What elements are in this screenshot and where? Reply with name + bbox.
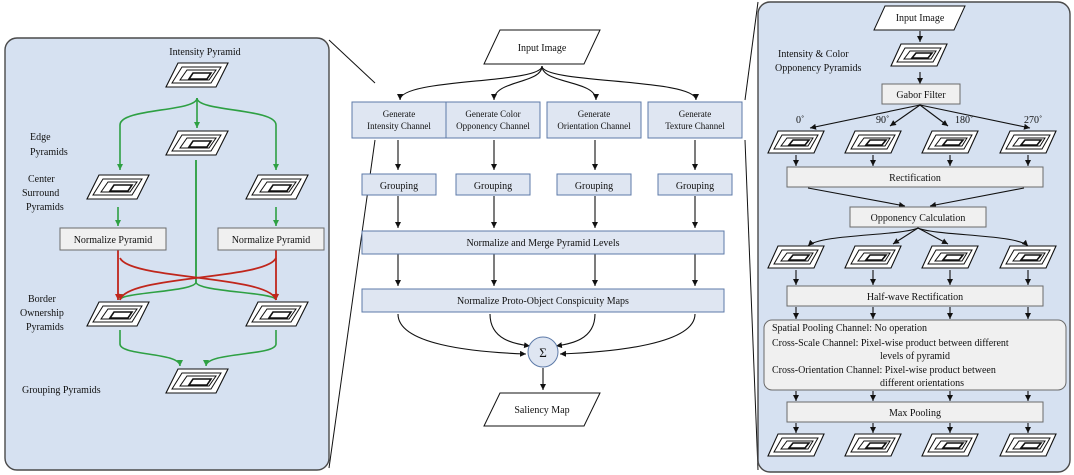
half-wave-rectification-label: Half-wave Rectification bbox=[867, 292, 963, 303]
pooling-channels-text: Spatial Pooling Channel: No operation Cr… bbox=[772, 323, 1011, 389]
gabor-pyramid-0 bbox=[767, 130, 825, 154]
input-image-label: Input Image bbox=[518, 43, 567, 54]
max-pool-pyramid-0 bbox=[767, 433, 825, 457]
grouping-pyramids-label: Grouping Pyramids bbox=[22, 385, 101, 396]
rect-to-opponency-arrows bbox=[807, 187, 1025, 208]
center-surround-label: Center Surround Pyramids bbox=[22, 174, 64, 213]
generate-channel-box-3 bbox=[647, 101, 743, 139]
left-panel bbox=[4, 37, 330, 471]
gabor-pyramid-3 bbox=[999, 130, 1057, 154]
intensity-color-label: Intensity & Color Opponency Pyramids bbox=[775, 49, 861, 74]
grouping-label-2: Grouping bbox=[575, 181, 613, 192]
grouping-box-1 bbox=[455, 173, 531, 196]
grouping-boxes: Grouping Grouping Grouping Grouping bbox=[361, 173, 733, 196]
sigma-label: Σ bbox=[539, 345, 547, 360]
grouping-box-3 bbox=[657, 173, 733, 196]
normalize-pyramid-right-label: Normalize Pyramid bbox=[232, 235, 311, 246]
normalize-pyramid-left-label: Normalize Pyramid bbox=[74, 235, 153, 246]
gabor-filter-box bbox=[881, 83, 961, 105]
opponency-calculation-label: Opponency Calculation bbox=[871, 213, 966, 224]
normalize-merge-label: Normalize and Merge Pyramid Levels bbox=[466, 238, 619, 249]
opponency-pyramid-1 bbox=[844, 245, 902, 269]
normalize-proto-box bbox=[361, 288, 725, 313]
angle-90-label: 90˚ bbox=[876, 115, 889, 126]
normalize-pyramid-left bbox=[59, 227, 167, 251]
rectification-label: Rectification bbox=[889, 173, 941, 184]
gabor-filter-label: Gabor Filter bbox=[896, 90, 946, 101]
angle-270-label: 270˚ bbox=[1024, 115, 1042, 126]
right-input-image-label: Input Image bbox=[896, 13, 945, 24]
normalize-proto-label: Normalize Proto-Object Conspicuity Maps bbox=[457, 296, 629, 307]
angle-0-label: 0˚ bbox=[796, 115, 804, 126]
grouping-box-2 bbox=[556, 173, 632, 196]
right-column-arrows bbox=[793, 155, 1031, 433]
max-pooling-box bbox=[786, 401, 1044, 423]
zoom-line-right-bottom bbox=[744, 139, 759, 471]
gabor-fanout-arrows bbox=[809, 104, 1031, 130]
grouping-label-1: Grouping bbox=[474, 181, 512, 192]
right-input-image-node bbox=[873, 5, 966, 31]
intensity-color-pyramid bbox=[890, 43, 948, 67]
opponency-pyramid-0 bbox=[767, 245, 825, 269]
opponency-pyramid-2 bbox=[921, 245, 979, 269]
half-wave-rectification-box bbox=[786, 285, 1044, 307]
grouping-label-0: Grouping bbox=[380, 181, 418, 192]
zoom-line-right-top bbox=[744, 1, 759, 101]
saliency-map-label: Saliency Map bbox=[514, 405, 569, 416]
max-pool-pyramid-3 bbox=[999, 433, 1057, 457]
gabor-pyramid-2 bbox=[921, 130, 979, 154]
rectification-box bbox=[786, 166, 1044, 188]
channel-to-grouping-arrows bbox=[395, 140, 698, 286]
angle-180-label: 180˚ bbox=[955, 115, 973, 126]
generate-channel-box-2 bbox=[546, 101, 642, 139]
intensity-pyramid-label: Intensity Pyramid bbox=[169, 47, 240, 58]
generate-channel-box-0 bbox=[351, 101, 447, 139]
to-sigma-arrows bbox=[397, 313, 696, 357]
grouping-label-3: Grouping bbox=[676, 181, 714, 192]
opponency-pyramid-3 bbox=[999, 245, 1057, 269]
max-pooling-label: Max Pooling bbox=[889, 408, 941, 419]
border-ownership-label: Border Ownership Pyramids bbox=[20, 294, 66, 333]
generate-channel-box-1 bbox=[445, 101, 541, 139]
opponency-fanout-arrows bbox=[807, 227, 1029, 247]
left-red-arrows bbox=[115, 250, 279, 301]
zoom-line-left-top bbox=[328, 39, 376, 84]
gabor-pyramid-1 bbox=[844, 130, 902, 154]
opponency-calculation-box bbox=[849, 206, 987, 228]
input-image-node bbox=[483, 29, 601, 65]
max-pool-pyramid-2 bbox=[921, 433, 979, 457]
grouping-box-0 bbox=[361, 173, 437, 196]
max-pool-pyramid-1 bbox=[844, 433, 902, 457]
input-fanout-arrows bbox=[397, 65, 699, 101]
saliency-map-node bbox=[483, 392, 601, 427]
edge-pyramids-label: Edge Pyramids bbox=[30, 132, 68, 158]
normalize-merge-box bbox=[361, 230, 725, 255]
pooling-channels-box bbox=[763, 319, 1067, 391]
sigma-node bbox=[527, 336, 559, 368]
normalize-pyramid-right bbox=[217, 227, 325, 251]
